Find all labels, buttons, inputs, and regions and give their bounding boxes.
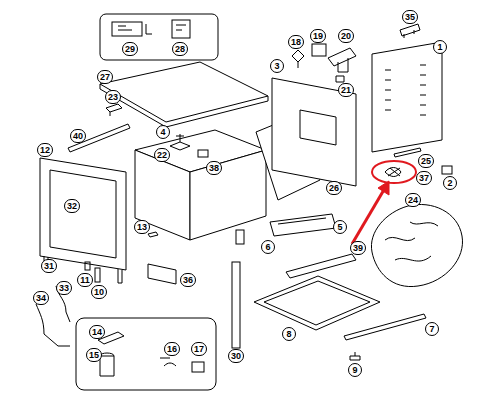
part-29 [112, 22, 152, 36]
part-16 [160, 358, 176, 366]
part-37 [385, 168, 401, 177]
part-11 [85, 262, 90, 270]
callout-number: 23 [105, 90, 121, 104]
part-38 [198, 150, 208, 157]
part-2 [442, 166, 452, 174]
oven-box-side [190, 150, 266, 240]
callout-number: 36 [180, 273, 196, 287]
insulation-texture [385, 222, 438, 261]
highlight-arrowhead [378, 181, 389, 195]
callout-number: 8 [282, 327, 296, 341]
part-15 [100, 353, 114, 376]
callout-number: 5 [333, 220, 347, 234]
callout-number: 1 [433, 40, 447, 54]
part-35 [400, 24, 420, 38]
callout-number: 35 [402, 10, 418, 24]
callout-number: 24 [405, 193, 421, 207]
insulation [371, 204, 462, 286]
back-panel [372, 42, 442, 152]
tray-inner [264, 281, 370, 325]
part-28 [172, 20, 190, 38]
inset-box [76, 318, 216, 390]
callout-number: 15 [86, 348, 102, 362]
callout-number: 17 [191, 342, 207, 356]
callout-number: 37 [416, 171, 432, 185]
callout-number: 22 [154, 148, 170, 162]
callout-number: 26 [326, 181, 342, 195]
panel-36 [148, 264, 176, 284]
door-window [300, 110, 336, 145]
part-21 [336, 76, 344, 82]
top-panel [100, 62, 268, 122]
post-30 [232, 262, 240, 348]
callout-number: 31 [41, 259, 57, 273]
callout-number: 39 [350, 241, 366, 255]
callout-number: 20 [338, 29, 354, 43]
callout-number: 11 [77, 273, 93, 287]
callout-number: 10 [91, 285, 107, 299]
part-6 [236, 230, 244, 244]
callout-number: 13 [134, 220, 150, 234]
callout-number: 21 [338, 83, 354, 97]
part-13 [148, 232, 158, 237]
door-panel [272, 78, 356, 186]
callout-number: 12 [37, 143, 53, 157]
back-panel-slots [385, 65, 426, 115]
callout-number: 33 [56, 281, 72, 295]
front-frame [40, 158, 126, 270]
callout-number: 9 [348, 363, 362, 377]
strip-5 [270, 214, 336, 236]
callout-number: 34 [33, 291, 49, 305]
callout-number: 14 [89, 325, 105, 339]
callout-number: 16 [164, 342, 180, 356]
foot-9 [350, 352, 360, 360]
callout-number: 40 [70, 129, 86, 143]
part-17 [192, 362, 204, 372]
part-18 [292, 50, 304, 68]
strip-5-slot [278, 218, 326, 224]
callout-number: 38 [206, 161, 222, 175]
rail-40 [68, 124, 130, 152]
callout-number: 25 [418, 154, 434, 168]
callout-number: 32 [64, 199, 80, 213]
rail-39 [286, 254, 356, 278]
inset-box [100, 14, 218, 60]
callout-number: 28 [172, 42, 188, 56]
part-10 [95, 268, 100, 282]
wire-34 [36, 304, 70, 346]
callout-number: 29 [122, 42, 138, 56]
callout-number: 19 [310, 29, 326, 43]
tray [254, 276, 380, 330]
strip-7 [344, 314, 426, 340]
strip-25 [394, 148, 421, 157]
part-22 [170, 134, 190, 150]
callout-number: 4 [156, 125, 170, 139]
bracket-23 [106, 104, 122, 116]
callout-number: 18 [288, 35, 304, 49]
front-frame-window [50, 170, 116, 258]
callout-number: 2 [443, 176, 457, 190]
callout-number: 7 [425, 322, 439, 336]
callout-number: 3 [270, 59, 284, 73]
highlight-circle [372, 161, 416, 183]
callout-number: 30 [228, 349, 244, 363]
callout-number: 6 [261, 240, 275, 254]
top-panel-edge [100, 84, 268, 127]
callout-number: 27 [97, 70, 113, 84]
part-20 [328, 48, 356, 72]
part-19 [312, 44, 326, 56]
